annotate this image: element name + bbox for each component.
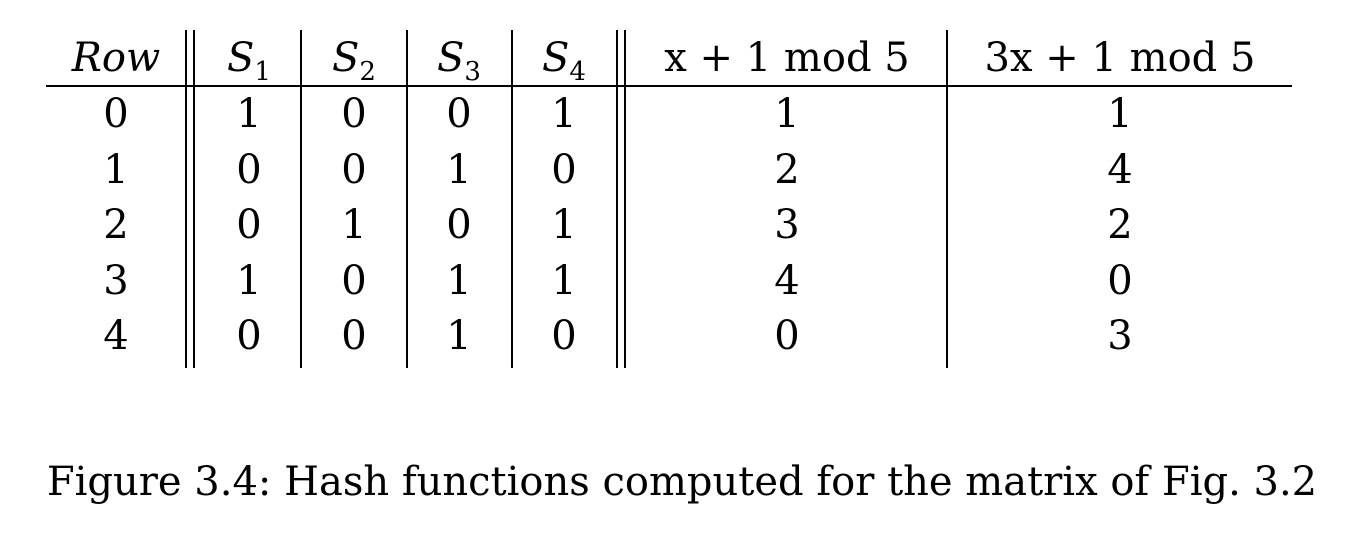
column-rule-s3 [511,30,513,368]
figure-caption: Figure 3.4: Hash functions computed for … [46,459,1318,505]
table-cell: 0 [103,91,129,137]
table-cell: 0 [236,202,262,248]
header-s3-base: S [437,35,465,81]
table-cell: 2 [774,147,800,193]
table-cell: 4 [1107,147,1133,193]
table-cell: 0 [341,147,367,193]
table-cell: 2 [103,202,129,248]
header-s4-base: S [542,35,570,81]
column-rule-hash1 [946,30,948,368]
table-cell: 0 [446,91,472,137]
header-rule [46,85,1292,87]
double-rule-left-b [193,30,195,368]
table-cell: 0 [551,147,577,193]
header-s1: S1 [198,35,300,85]
table-cell: 1 [236,258,262,304]
column-rule-s1 [300,30,302,368]
table-cell: 0 [236,147,262,193]
header-s2-sub: 2 [359,57,376,88]
table-cell: 3 [103,258,129,304]
table-cell: 1 [551,202,577,248]
double-rule-right-a [616,30,618,368]
table-cell: 1 [774,91,800,137]
table-cell: 1 [551,258,577,304]
table-cell: 1 [341,202,367,248]
table-cell: 2 [1107,202,1133,248]
table-cell: 1 [446,258,472,304]
table-cell: 0 [774,313,800,359]
table-cell: 3 [1107,313,1133,359]
table-cell: 0 [341,258,367,304]
header-s3: S3 [408,35,510,85]
header-hash1: x + 1 mod 5 [664,35,910,81]
table-cell: 0 [341,91,367,137]
header-s2: S2 [303,35,405,85]
table-cell: 0 [446,202,472,248]
header-s4: S4 [513,35,615,85]
header-hash2: 3x + 1 mod 5 [984,35,1256,81]
table-cell: 1 [1107,91,1133,137]
table-cell: 0 [551,313,577,359]
table-cell: 1 [103,147,129,193]
table-cell: 1 [236,91,262,137]
double-rule-left-a [185,30,187,368]
table-cell: 4 [774,258,800,304]
table-cell: 1 [446,147,472,193]
header-row: Row [71,35,161,81]
table-cell: 1 [446,313,472,359]
hash-table: Row S1 S2 S3 S4 x + 1 mod 5 3x + 1 mod 5… [46,30,1292,368]
column-rule-s2 [406,30,408,368]
header-s1-base: S [227,35,255,81]
table-cell: 0 [1107,258,1133,304]
header-s3-sub: 3 [464,57,481,88]
header-s2-base: S [332,35,360,81]
table-cell: 0 [236,313,262,359]
double-rule-right-b [624,30,626,368]
table-cell: 3 [774,202,800,248]
table-cell: 1 [551,91,577,137]
table-cell: 4 [103,313,129,359]
header-s4-sub: 4 [569,57,586,88]
table-cell: 0 [341,313,367,359]
header-s1-sub: 1 [254,57,271,88]
